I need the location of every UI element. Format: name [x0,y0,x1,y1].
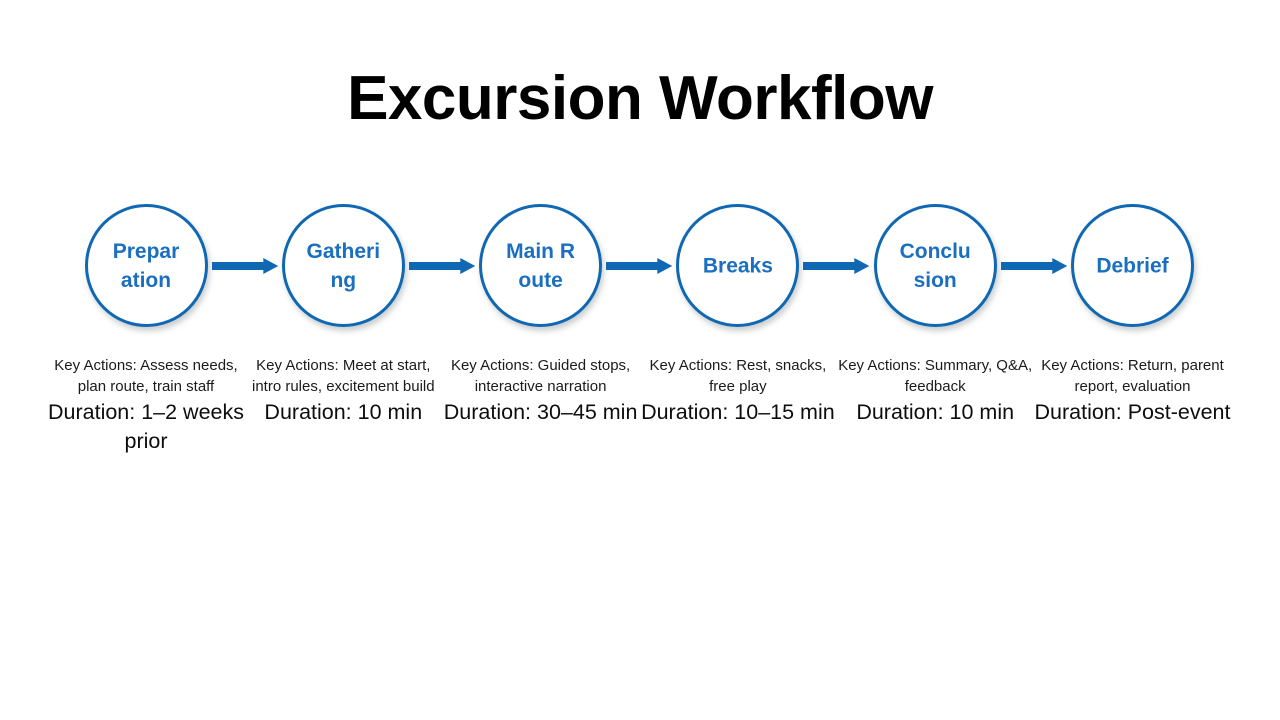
caption-key-actions: Key Actions: Assess needs, plan route, t… [54,357,238,395]
workflow-node-2[interactable]: Gathering [281,204,405,327]
node-caption-3: Key Actions: Guided stops, interactive n… [443,356,639,427]
arrow-breaks-to-conclusion [803,257,870,275]
page-title: Excursion Workflow [347,64,933,133]
node-caption-2: Key Actions: Meet at start, intro rules,… [245,356,441,427]
node-caption-6: Key Actions: Return, parent report, eval… [1035,356,1231,427]
caption-key-actions: Key Actions: Summary, Q&A, feedback [838,357,1033,395]
caption-key-actions: Key Actions: Guided stops, interactive n… [450,357,631,395]
caption-duration: Duration: 1–2 weeks prior [48,399,244,453]
caption-key-actions: Key Actions: Meet at start, intro rules,… [252,357,435,395]
node-label: Debrief [1096,254,1169,277]
workflow-node-3[interactable]: Main Route [479,204,603,327]
node-label: Breaks [702,254,773,277]
node-label: Conclusion [899,239,971,292]
caption-key-actions: Key Actions: Return, parent report, eval… [1041,357,1224,395]
node-circle-shape [84,204,208,327]
caption-duration: Duration: 10–15 min [641,399,835,424]
arrow-gathering-to-main-route [408,257,476,275]
workflow-node-5[interactable]: Conclusion [873,204,997,327]
caption-duration: Duration: 30–45 min [443,399,638,424]
node-label: Gathering [306,239,381,292]
workflow-node-6[interactable]: Debrief [1071,204,1194,327]
arrow-conclusion-to-debrief [1000,257,1067,275]
arrow-main-route-to-breaks [606,257,673,275]
caption-duration: Duration: 10 min [856,399,1015,424]
node-circle-shape [1071,204,1194,327]
node-circle-shape [676,204,800,327]
workflow-node-1[interactable]: Preparation [84,204,208,327]
caption-key-actions: Key Actions: Rest, snacks, free play [649,357,827,395]
node-caption-1: Key Actions: Assess needs, plan route, t… [48,356,244,456]
workflow-diagram: Preparation Gathering Main Route Breaks Conc… [0,204,1280,330]
caption-duration: Duration: 10 min [264,399,423,424]
node-circle-shape [479,204,603,327]
arrow-preparation-to-gathering [211,257,278,275]
node-label: Main Route [506,239,576,292]
workflow-node-4[interactable]: Breaks [676,204,800,327]
node-label: Preparation [112,239,180,292]
node-circle-shape [873,204,997,327]
caption-duration: Duration: Post-event [1034,399,1231,424]
node-circle-shape [281,204,405,327]
